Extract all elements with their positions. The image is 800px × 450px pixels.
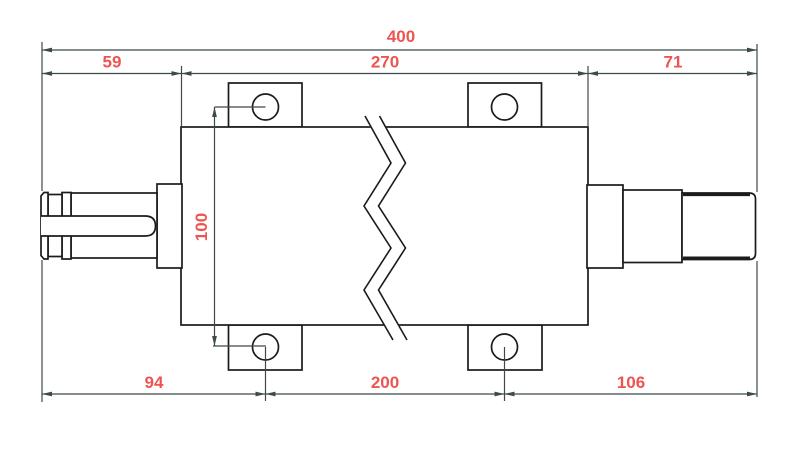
dim-label-top-left: 59: [103, 53, 122, 72]
right-shaft: [622, 189, 683, 264]
right-collar: [586, 184, 624, 269]
dimension-arrows: [42, 47, 757, 397]
dim-label-top-middle: 270: [371, 53, 399, 72]
left-shaft-assembly: [40, 183, 183, 269]
dim-label-top-right: 71: [664, 53, 683, 72]
break-lines: [363, 113, 408, 343]
machine-part: [40, 82, 757, 371]
dimension-annotations: 400 59 270 71 100 94 200 106: [41, 27, 758, 402]
left-flange: [156, 183, 183, 269]
extension-lines: [41, 42, 758, 402]
right-shaft-assembly: [586, 184, 757, 269]
dim-label-hole-spacing: 100: [192, 213, 211, 241]
keyway-slot: [41, 215, 157, 237]
threaded-end: [681, 192, 757, 261]
dim-label-overall: 400: [387, 27, 415, 46]
dim-label-bottom-right: 106: [617, 373, 645, 392]
dim-label-bottom-left: 94: [145, 373, 164, 392]
dimension-lines: [42, 49, 757, 395]
dimension-labels: 400 59 270 71 100 94 200 106: [103, 27, 683, 392]
dim-label-bottom-middle: 200: [371, 373, 399, 392]
mounting-hole-top-right: [490, 93, 519, 121]
